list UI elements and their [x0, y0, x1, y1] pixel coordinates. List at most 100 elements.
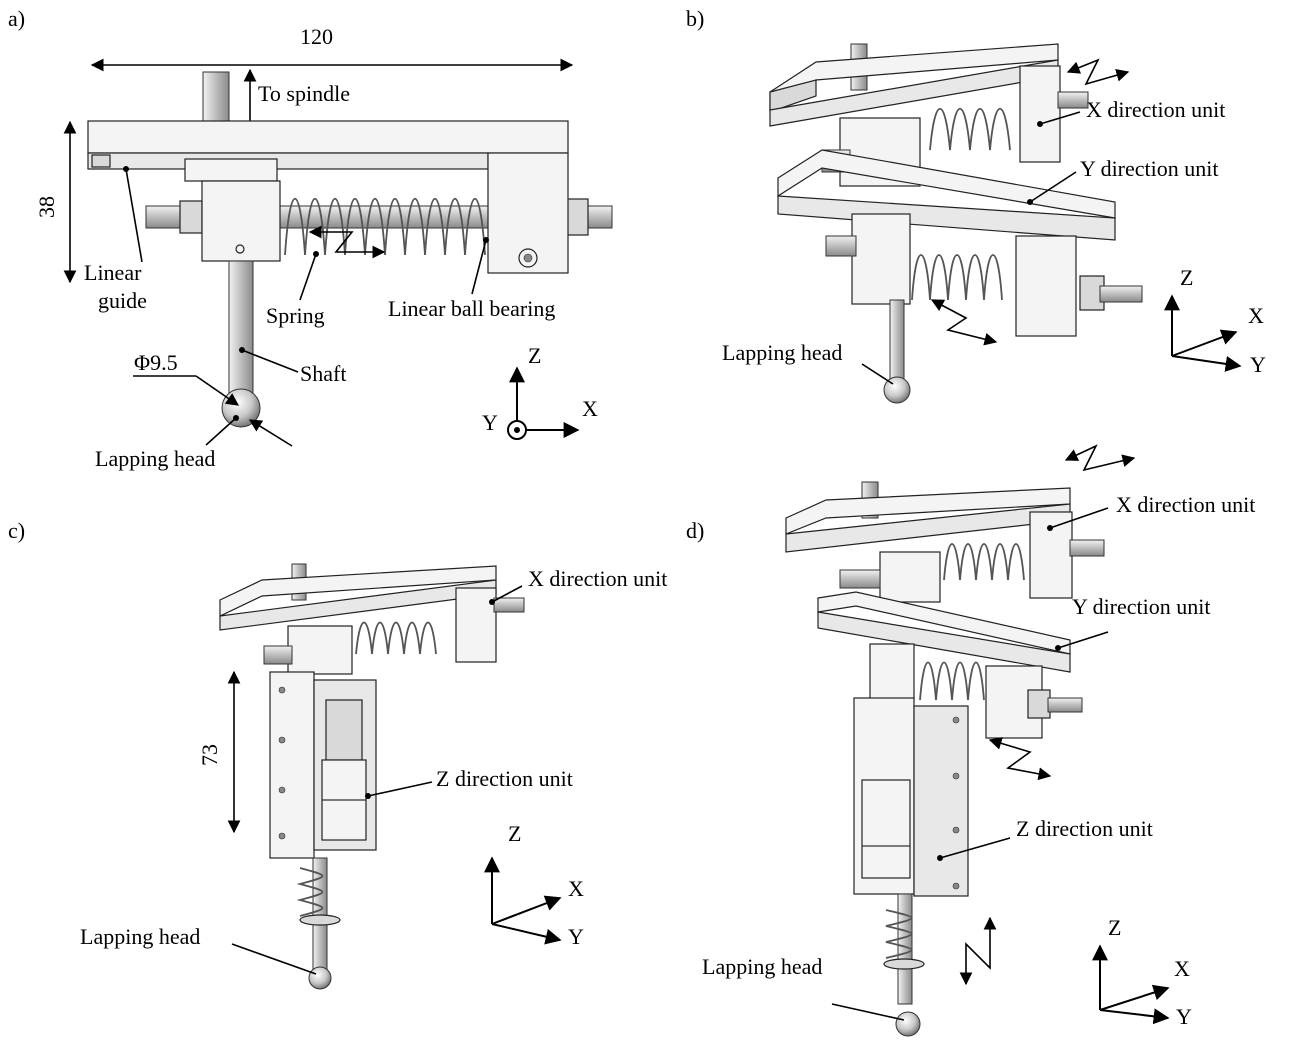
panel-c-label: c) — [8, 518, 25, 543]
slider-screw — [235, 244, 245, 254]
d-axis-z-label: Z — [1108, 915, 1121, 940]
d-x-shaft-left — [839, 569, 881, 589]
c-axis-x-label: X — [568, 876, 584, 901]
spring-label: Spring — [266, 303, 325, 328]
b-x-bearing-block — [1019, 65, 1061, 163]
to-spindle-label: To spindle — [258, 81, 350, 106]
left-nut — [179, 200, 203, 234]
axis-x-label: X — [582, 396, 598, 421]
height-dimension-label: 38 — [34, 196, 59, 218]
b-y-shaft-left — [825, 235, 857, 257]
bearing-leader — [471, 239, 487, 295]
d-axis-y-label: Y — [1176, 1004, 1192, 1029]
panel-a-axes: Z X Y — [482, 343, 598, 440]
b-axis-z-label: Z — [1180, 265, 1193, 290]
lapping-head-ball — [221, 388, 261, 428]
c-z-unit-label: Z direction unit — [436, 766, 573, 791]
b-vertical-shaft — [889, 299, 905, 383]
c-z-unit-leader-dot — [365, 793, 371, 799]
b-axis-x-label: X — [1248, 303, 1264, 328]
d-y-slider-block — [869, 643, 915, 701]
d-axis-x-label: X — [1174, 956, 1190, 981]
b-x-unit-leader-dot — [1037, 121, 1043, 127]
d-z-unit-leader — [939, 837, 1011, 859]
c-z-side-plate — [269, 671, 315, 859]
linear-guide-label-line1: Linear — [84, 260, 142, 285]
d-x-motion-arrow — [1064, 444, 1136, 472]
b-lapping-head-ball — [883, 376, 911, 404]
c-z-unit-leader — [367, 781, 433, 797]
d-y-unit-label: Y direction unit — [1072, 594, 1211, 619]
panel-d-axes: Z X Y — [1092, 915, 1192, 1029]
panel-a: a) 120 38 To spindle — [8, 6, 613, 471]
d-z-slider — [861, 779, 911, 879]
b-x-plate-edge — [769, 79, 817, 113]
b-y-shaft-end — [1099, 285, 1143, 303]
x-motion-arrow — [308, 225, 386, 259]
c-lapping-head-leader — [231, 943, 317, 975]
b-x-unit-leader — [1039, 111, 1081, 125]
lapping-head-leader — [205, 417, 237, 446]
panel-c: c) 73 X direction unit Z directi — [8, 518, 667, 990]
c-x-bearing-block — [455, 587, 497, 663]
panel-d-label: d) — [686, 518, 704, 543]
c-washer — [299, 914, 341, 926]
right-nut — [565, 198, 589, 236]
panel-b-axes: Z X Y — [1164, 265, 1266, 377]
c-x-unit-leader-dot — [489, 599, 495, 605]
d-x-unit-leader-dot — [1047, 525, 1053, 531]
bearing-screw-socket — [523, 253, 533, 263]
d-lapping-head-leader — [831, 1003, 905, 1021]
c-z-window — [325, 699, 363, 761]
d-z-unit-label: Z direction unit — [1016, 816, 1153, 841]
d-x-bearing-block — [1029, 511, 1073, 599]
c-axis-z-label: Z — [508, 821, 521, 846]
linear-guide-leader — [125, 168, 143, 263]
axis-y-label: Y — [482, 410, 498, 435]
shaft-leader-dot — [239, 347, 245, 353]
b-y-spring — [911, 254, 1003, 301]
panel-b: b) X direction unit Y direction unit — [686, 6, 1266, 404]
linear-ball-bearing-label: Linear ball bearing — [388, 296, 555, 321]
b-lapping-head-label: Lapping head — [722, 340, 842, 365]
c-x-spring — [355, 621, 437, 655]
c-height-dimension-label: 73 — [197, 744, 222, 766]
d-x-spring — [943, 543, 1025, 581]
lapping-head-label: Lapping head — [95, 446, 215, 471]
b-y-unit-label: Y direction unit — [1080, 156, 1219, 181]
d-x-slider-block — [879, 551, 941, 603]
b-y-unit-leader-dot — [1027, 199, 1033, 205]
d-y-shaft-end — [1047, 697, 1083, 713]
linear-guide-label-line2: guide — [98, 288, 147, 313]
d-lapping-head-ball — [895, 1011, 921, 1037]
shaft-label: Shaft — [300, 361, 346, 386]
spring-leader — [299, 253, 317, 301]
c-axis-y-label: Y — [568, 924, 584, 949]
c-x-unit-leader — [491, 585, 523, 603]
b-y-slider-block — [851, 213, 911, 305]
b-axis-y-label: Y — [1250, 352, 1266, 377]
diameter-arrow-left — [195, 375, 240, 406]
b-x-spring — [929, 108, 1011, 151]
b-y-unit-leader — [1029, 171, 1077, 203]
width-dimension-label: 120 — [300, 24, 333, 49]
b-y-plate-front — [777, 195, 1116, 241]
b-x-shaft-end — [1057, 91, 1089, 109]
diameter-label: Φ9.5 — [134, 350, 178, 375]
b-y-motion-arrow — [930, 299, 998, 346]
lapping-head-leader-dot — [233, 415, 239, 421]
shaft-leader — [241, 349, 299, 373]
d-y-spring — [919, 661, 985, 701]
d-y-unit-leader-dot — [1055, 645, 1061, 651]
vertical-shaft — [228, 260, 254, 396]
c-lapping-head-label: Lapping head — [80, 924, 200, 949]
b-x-motion-arrow — [1066, 58, 1130, 86]
spindle-post — [202, 71, 230, 123]
d-z-motion-arrow — [959, 916, 997, 986]
d-y-plate-front — [817, 611, 1071, 673]
d-y-unit-leader — [1057, 631, 1109, 649]
d-x-shaft-end — [1069, 539, 1105, 557]
linear-guide-leader-dot — [123, 166, 129, 172]
panel-c-axes: Z X Y — [484, 821, 584, 949]
